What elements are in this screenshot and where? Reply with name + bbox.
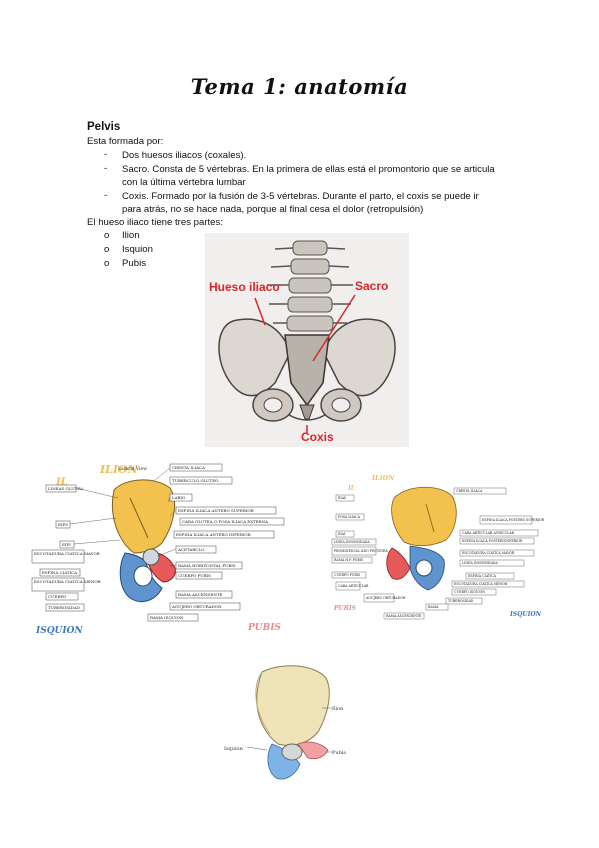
label-box: ACETABULO xyxy=(177,547,205,552)
label-box: RAMA H.P. PUBIS xyxy=(334,558,363,562)
label-box: CRESTA ILIACA xyxy=(456,489,483,493)
label-box: CUERPO ISQUION xyxy=(454,590,485,594)
label-box: ESCOTADURA CIATICA MAYOR xyxy=(462,551,515,555)
label-box: CUERPO PUBIS xyxy=(178,573,211,578)
list-dash: - xyxy=(104,149,108,160)
hip-bone-lateral-right: ILION IL EIAS FOSA ILIACA EIAI LINEA INN… xyxy=(331,474,545,620)
list-dash: - xyxy=(104,190,108,201)
label-box: CRESTA ILIACA xyxy=(172,465,205,470)
label-box: CARA ARTICULAR xyxy=(338,584,369,588)
pubis-label: PUBIS xyxy=(247,623,281,633)
label-box: TUBEROSIDAD xyxy=(448,599,474,603)
sacro-label: Sacro xyxy=(355,279,388,293)
list-item: Dos huesos iliacos (coxales). xyxy=(122,150,247,161)
label-box: FOSA ILIACA xyxy=(338,515,361,519)
label-box: EIPS xyxy=(58,522,68,527)
label-box: ESPINA ILIACA POSTERO SUPERIOR xyxy=(482,518,545,522)
label-box: AGUJERO OBTURADOR xyxy=(365,596,406,600)
ilion-header-sub: IL xyxy=(347,485,355,492)
label-box: CARA GLUTEA O FOSA ILIACA EXTERNA xyxy=(182,519,268,524)
label-box: RAMA xyxy=(428,605,439,609)
label-box: LABIO xyxy=(172,495,186,500)
pubis-label: PUBIS xyxy=(333,605,357,612)
list-item: Sacro. Consta de 5 vértebras. En la prim… xyxy=(122,164,495,175)
list-item-continued: para atrás, no se hace nada, porque al f… xyxy=(122,204,424,215)
label-box: ESPINA ILIACA POSTEROINFERIOR xyxy=(462,539,523,543)
bullet-marker: o xyxy=(104,230,110,241)
label-box: ESCOTADURA CIATICA MAYOR xyxy=(34,551,101,556)
pelvis-illustration: Hueso iliaco Sacro Coxis xyxy=(205,233,409,447)
label-box: LINEA INNOMINADA xyxy=(334,540,370,544)
isquion-label: ISQUION xyxy=(509,611,542,618)
part-item: Pubis xyxy=(122,258,146,269)
label-box: CARA ARTICULAR AURICULAR xyxy=(462,531,515,535)
hip-bone-3d: Ilion Isquion Pubis xyxy=(224,665,346,780)
page-title: Tema 1: anatomía xyxy=(190,74,409,99)
isquion-label: Isquion xyxy=(224,746,244,752)
isquion-label: ISQUION xyxy=(35,626,83,636)
label-box: PROMINENCIA ILEO PECTINEA xyxy=(334,549,388,553)
label-box: TUBEROSIDAD xyxy=(48,605,80,610)
label-box: EIAI xyxy=(338,532,346,536)
list-item: Coxis. Formado por la fusión de 3-5 vért… xyxy=(122,191,479,202)
label-box: TUBERCULO GLUTEO xyxy=(172,478,219,483)
label-box: ESPINA CIATICA xyxy=(468,574,497,578)
list-item-continued: con la última vértebra lumbar xyxy=(122,177,246,188)
label-box: RAMA ISQUION xyxy=(150,615,184,620)
label-box: RAMA HORIZONTAL PUBIS xyxy=(178,563,236,568)
label-box: LINEA INNOMINADA xyxy=(462,561,498,565)
ilion-header: ILION xyxy=(371,474,395,482)
label-box: CUERPO xyxy=(48,594,67,599)
view-label: Lateral View xyxy=(118,466,147,472)
label-box: LINEAS GLUTEA xyxy=(48,486,83,491)
coxis-label: Coxis xyxy=(301,430,334,444)
parts-intro: El hueso iliaco tiene tres partes: xyxy=(87,217,223,228)
list-dash: - xyxy=(104,163,108,174)
label-box: ESPINA ILIACA ANTERO SUPERIOR xyxy=(178,508,255,513)
label-box: RAMA ASCENDENTE xyxy=(386,614,422,618)
part-item: Ilion xyxy=(122,230,140,241)
label-box: EIPI xyxy=(62,542,71,547)
pubis-label: Pubis xyxy=(332,750,346,756)
ilion-header-sub: IL xyxy=(55,477,68,488)
bullet-marker: o xyxy=(104,244,110,255)
label-box: ESPINA CIATICA xyxy=(42,570,77,575)
label-box: ESCOTADURA CIATICA MENOR xyxy=(34,579,102,584)
label-box: ESCOTADURA CIATICA MENOR xyxy=(454,582,508,586)
label-box: ESPINA ILIACA ANTERO INFERIOR xyxy=(176,532,252,537)
ilion-header: ILION xyxy=(99,463,139,476)
part-item: Isquion xyxy=(122,244,153,255)
label-box: CUERPO PUBIS xyxy=(334,573,360,577)
intro-text: Esta formada por: xyxy=(87,136,164,147)
hip-bone-lateral-left: ILION IL Lateral View LINEAS GLUTEA EIPS… xyxy=(31,463,285,636)
label-box: RAMA ASCENDENTE xyxy=(178,592,223,597)
section-heading: Pelvis xyxy=(87,121,121,133)
ilion-label: Ilion xyxy=(332,706,344,712)
bullet-marker: o xyxy=(104,258,110,269)
label-box: AGUJERO OBTURADOR xyxy=(171,604,222,609)
label-box: EIAS xyxy=(338,496,346,500)
hueso-iliaco-label: Hueso iliaco xyxy=(209,280,280,294)
